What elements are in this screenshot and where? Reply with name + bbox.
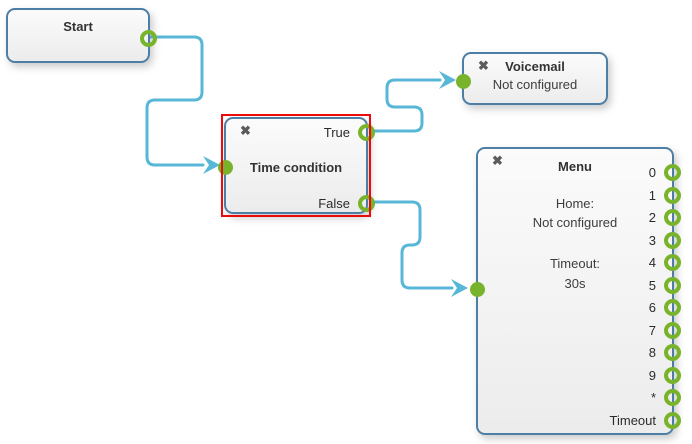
menu-port-row-3: 3 — [478, 232, 681, 250]
menu-port-row-8: 8 — [478, 344, 681, 362]
menu-port-label-6: 6 — [648, 300, 656, 315]
output-label-true: True — [323, 125, 350, 140]
menu-port-row-5: 5 — [478, 277, 681, 295]
arrowhead-to-menu — [451, 279, 468, 297]
close-icon[interactable]: ✖ — [492, 153, 503, 168]
menu-home-label: Home: — [555, 196, 595, 211]
menu-port-label-5: 5 — [648, 278, 656, 293]
menu-port-row-9: 9 — [478, 367, 681, 385]
menu-port-label-2: 2 — [648, 210, 656, 225]
menu-timeout-value: 30s — [564, 276, 586, 291]
menu-port-row-timeout: Timeout — [478, 412, 681, 430]
connector-true-to-voicemail[interactable] — [372, 78, 442, 133]
menu-timeout-label: Timeout: — [549, 256, 601, 271]
menu-output-port-2[interactable] — [664, 209, 681, 226]
menu-port-row-7: 7 — [478, 322, 681, 340]
node-time-condition-title: Time condition — [249, 160, 343, 175]
menu-port-row-0: 0 — [478, 164, 681, 182]
menu-port-label-9: 9 — [648, 368, 656, 383]
output-label-false: False — [318, 196, 350, 211]
menu-output-port-6[interactable] — [664, 299, 681, 316]
time-condition-false-output-port[interactable] — [358, 195, 375, 212]
node-start-title: Start — [63, 19, 93, 34]
menu-port-row-star: * — [478, 389, 681, 407]
menu-port-row-4: 4 — [478, 254, 681, 272]
voicemail-input-port[interactable] — [456, 74, 471, 89]
close-icon[interactable]: ✖ — [478, 58, 489, 73]
close-icon[interactable]: ✖ — [240, 123, 251, 138]
connector-false-to-menu[interactable] — [372, 200, 454, 290]
menu-output-port-3[interactable] — [664, 232, 681, 249]
menu-port-label-0: 0 — [648, 165, 656, 180]
menu-port-label-1: 1 — [648, 188, 656, 203]
node-menu-title: Menu — [558, 159, 592, 174]
menu-port-label-7: 7 — [648, 323, 656, 338]
menu-output-port-7[interactable] — [664, 322, 681, 339]
node-start[interactable]: Start — [6, 8, 157, 63]
menu-port-label-8: 8 — [648, 345, 656, 360]
arrowhead-to-time-condition — [203, 156, 220, 174]
menu-output-port-9[interactable] — [664, 367, 681, 384]
menu-output-port-1[interactable] — [664, 187, 681, 204]
menu-output-port-4[interactable] — [664, 254, 681, 271]
menu-output-port-timeout[interactable] — [664, 412, 681, 429]
connector-start-to-time-condition[interactable] — [145, 35, 205, 167]
menu-port-label-star: * — [650, 390, 656, 405]
menu-port-row-1: 1 — [478, 187, 681, 205]
time-condition-input-port[interactable] — [218, 160, 233, 175]
menu-port-label-timeout: Timeout — [609, 413, 656, 428]
menu-port-row-6: 6 — [478, 299, 681, 317]
menu-home-value: Not configured — [532, 215, 618, 230]
menu-output-port-5[interactable] — [664, 277, 681, 294]
voicemail-status: Not configured — [492, 77, 578, 92]
menu-output-port-8[interactable] — [664, 344, 681, 361]
menu-output-port-0[interactable] — [664, 164, 681, 181]
menu-input-port[interactable] — [470, 282, 485, 297]
node-voicemail[interactable]: ✖ Voicemail Not configured — [456, 52, 608, 105]
menu-port-label-4: 4 — [648, 255, 656, 270]
node-menu[interactable]: ✖ Menu Home: Not configured Timeout: 30s… — [470, 147, 681, 435]
time-condition-true-output-port[interactable] — [358, 124, 375, 141]
node-time-condition[interactable]: ✖ Time condition True False — [218, 117, 375, 214]
menu-port-label-3: 3 — [648, 233, 656, 248]
menu-port-row-2: 2 — [478, 209, 681, 227]
menu-output-port-star[interactable] — [664, 389, 681, 406]
arrowhead-to-voicemail — [439, 71, 456, 89]
start-output-port[interactable] — [140, 30, 157, 47]
node-voicemail-title: Voicemail — [505, 59, 565, 74]
